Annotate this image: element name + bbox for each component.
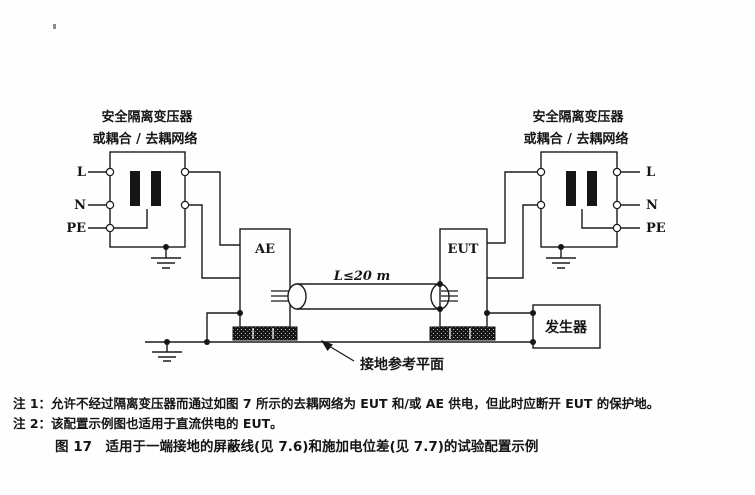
ground-plane-pointer-line <box>328 345 355 362</box>
left-transformer-box <box>109 151 186 248</box>
right-pe-screen-wire <box>581 209 613 229</box>
figure-notes: 注 1：允许不经过隔离变压器而通过如图 7 所示的去耦网络为 EUT 和/或 A… <box>13 394 749 457</box>
left-pe-screen-wire <box>114 209 148 229</box>
left-terminal-label-pe: PE <box>66 221 86 236</box>
left-transformer: 安全隔离变压器 或耦合 / 去耦网络 L N PE <box>66 109 198 269</box>
right-transformer-title-line1: 安全隔离变压器 <box>532 109 624 125</box>
note-2: 注 2：该配置示例图也适用于直流供电的 EUT。 <box>13 416 283 431</box>
ground-reference-plane: 接地参考平面 <box>145 339 533 373</box>
left-earth-symbol <box>151 247 181 269</box>
ae-support-block <box>232 326 298 341</box>
junction-dot <box>163 244 169 250</box>
circuit-diagram: 安全隔离变压器 或耦合 / 去耦网络 L N PE <box>53 24 666 373</box>
generator: 发生器 <box>530 304 601 349</box>
eut-equipment: EUT <box>429 171 538 341</box>
shield-bond-dot-bottom <box>437 306 443 312</box>
generator-label: 发生器 <box>544 319 588 336</box>
eut-side-conductors <box>441 290 458 302</box>
junction-dot <box>237 310 243 316</box>
note-1: 注 1：允许不经过隔离变压器而通过如图 7 所示的去耦网络为 EUT 和/或 A… <box>13 396 660 411</box>
eut-supply-wire-l <box>487 171 538 244</box>
left-winding-secondary <box>151 171 161 206</box>
junction-dot <box>164 339 170 345</box>
right-winding-primary <box>587 171 597 206</box>
left-terminal-label-l: L <box>77 165 86 180</box>
ae-ground-tap-wire <box>206 312 240 342</box>
eut-support-block <box>429 326 496 341</box>
left-transformer-title-line2: 或耦合 / 去耦网络 <box>93 131 198 147</box>
eut-box-label: EUT <box>448 242 479 257</box>
cable-end-ae <box>287 283 307 310</box>
left-terminal-label-n: N <box>74 198 86 213</box>
left-transformer-title-line1: 安全隔离变压器 <box>101 109 193 125</box>
left-input-leads <box>88 171 106 229</box>
junction-dot <box>484 310 490 316</box>
right-input-leads <box>621 171 640 229</box>
junction-dot <box>530 310 536 316</box>
shield-bond-dot-top <box>437 281 443 287</box>
cable-tube <box>297 283 440 310</box>
right-transformer: 安全隔离变压器 或耦合 / 去耦网络 L N PE <box>524 109 666 269</box>
eut-supply-wire-n <box>487 204 538 279</box>
right-terminal-label-n: N <box>646 198 658 213</box>
support-block-divider <box>449 328 471 339</box>
generator-box <box>532 304 601 349</box>
junction-dot <box>558 244 564 250</box>
cable-length-label: L≤20 m <box>333 269 390 284</box>
right-terminal-label-l: L <box>646 165 655 180</box>
left-terminal-circles <box>105 167 190 233</box>
right-transformer-title-line2: 或耦合 / 去耦网络 <box>524 131 629 147</box>
shielded-cable: L≤20 m <box>271 269 458 312</box>
right-terminal-label-pe: PE <box>646 221 666 236</box>
right-transformer-box <box>540 151 618 248</box>
right-winding-secondary <box>566 171 576 206</box>
left-winding-primary <box>130 171 140 206</box>
figure-caption: 图 17 适用于一端接地的屏蔽线(见 7.6)和施加电位差(见 7.7)的试验配… <box>55 439 539 455</box>
right-earth-symbol <box>546 247 576 269</box>
support-block-divider <box>252 328 274 339</box>
scan-speck <box>53 24 56 29</box>
right-terminal-circles <box>536 167 622 233</box>
ground-plane-pointer-arrowhead <box>321 340 333 351</box>
ae-box-label: AE <box>254 242 275 257</box>
left-supply-wires <box>188 171 240 279</box>
ae-equipment: AE <box>204 228 298 345</box>
plane-earth-symbol <box>152 342 182 362</box>
ground-plane-label: 接地参考平面 <box>360 356 444 373</box>
